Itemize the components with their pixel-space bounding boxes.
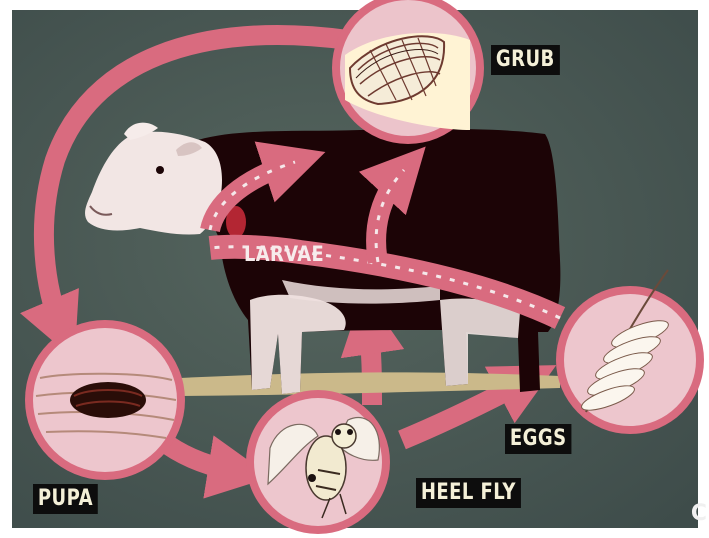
pupa-label: PUPA xyxy=(33,484,98,514)
eggs-label: EGGS xyxy=(505,424,571,454)
grub-label: GRUB xyxy=(491,45,560,75)
heel-fly-label: HEEL FLY xyxy=(416,478,521,508)
pupa-circle xyxy=(25,320,185,480)
pupa-icon xyxy=(70,382,146,418)
corner-mark: C xyxy=(691,501,707,526)
heel-fly-circle xyxy=(246,390,390,534)
larvae-label: LARVAE xyxy=(244,242,324,266)
